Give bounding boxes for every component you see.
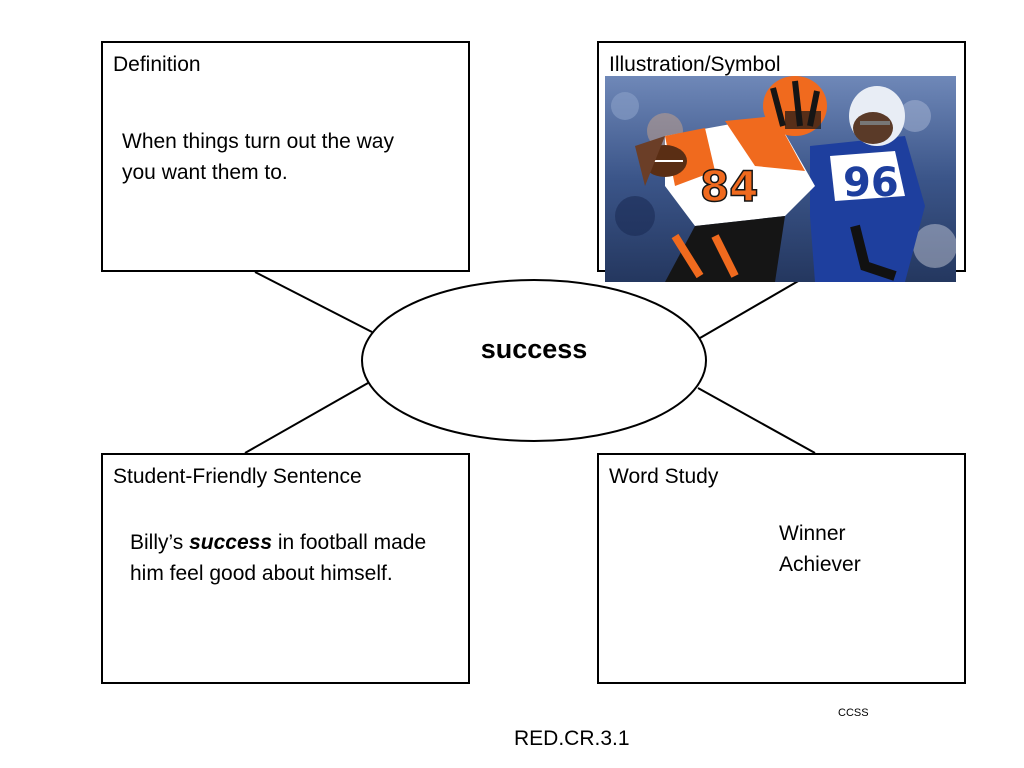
word-study-word-1: Winner: [779, 522, 846, 545]
ccss-tag: CCSS: [838, 707, 869, 719]
definition-box: Definition When things turn out the way …: [101, 41, 470, 272]
sentence-text: Billy’s success in football made him fee…: [130, 527, 465, 589]
sentence-before: Billy’s: [130, 531, 190, 554]
definition-line-1: When things turn out the way: [122, 130, 394, 153]
word-study-title: Word Study: [609, 465, 719, 488]
illustration-title: Illustration/Symbol: [609, 53, 781, 76]
sentence-emphasis: success: [189, 531, 273, 554]
definition-line-2: you want them to.: [122, 161, 288, 184]
word-study-list: Winner Achiever: [779, 518, 861, 580]
definition-title: Definition: [113, 53, 201, 76]
standard-code: RED.CR.3.1: [514, 727, 630, 750]
defender-figure: 96: [810, 86, 925, 282]
center-word: success: [480, 334, 588, 364]
back-jersey-number: 96: [843, 160, 899, 206]
definition-text: When things turn out the way you want th…: [122, 126, 452, 188]
football-player-photo: 96 84: [605, 76, 956, 282]
word-study-box: Word Study Winner Achiever: [597, 453, 966, 684]
runner-figure: 84: [635, 76, 827, 282]
center-oval: [361, 279, 707, 442]
connector-wordstudy: [697, 387, 816, 454]
connector-definition: [254, 271, 373, 333]
sentence-line-2: him feel good about himself.: [130, 562, 393, 585]
sentence-line-1: Billy’s success in football made: [130, 527, 465, 558]
connector-illustration: [699, 279, 801, 339]
word-study-word-2: Achiever: [779, 553, 861, 576]
connector-sentence: [244, 382, 369, 454]
sentence-after: in football made: [272, 531, 427, 554]
football-player-icon: 96 84: [605, 76, 956, 282]
sentence-box: Student-Friendly Sentence Billy’s succes…: [101, 453, 470, 684]
front-jersey-number: 84: [700, 162, 758, 211]
sentence-title: Student-Friendly Sentence: [113, 465, 362, 488]
